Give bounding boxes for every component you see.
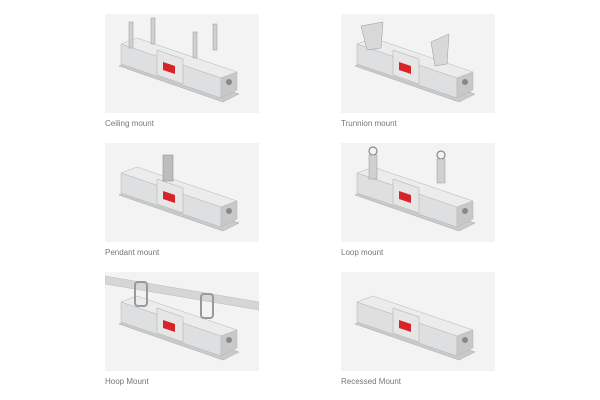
mount-card-loop: Loop mount <box>341 143 495 257</box>
fixture-image <box>341 14 495 113</box>
ceiling-bracket <box>150 17 156 45</box>
fixture-illustration <box>354 146 476 232</box>
fixture-image <box>341 143 495 242</box>
fixture-image <box>105 143 259 242</box>
fixture-image <box>105 14 259 113</box>
mount-card-pendant: Pendant mount <box>105 143 259 257</box>
mount-label: Ceiling mount <box>105 119 154 128</box>
hoop-clamp <box>134 281 148 307</box>
loop-bracket <box>436 158 446 184</box>
end-connector <box>226 337 232 343</box>
fixture-image <box>105 272 259 371</box>
mount-label: Recessed Mount <box>341 377 402 386</box>
red-badge <box>399 62 411 74</box>
mount-card-hoop: Hoop Mount <box>105 272 259 386</box>
fixture-illustration <box>118 154 240 232</box>
red-badge <box>163 191 175 203</box>
red-badge <box>399 191 411 203</box>
ceiling-bracket <box>128 21 134 49</box>
loop-bracket <box>368 154 378 180</box>
mount-card-recessed: Recessed Mount <box>341 272 495 386</box>
end-connector <box>226 208 232 214</box>
mount-label: Trunnion mount <box>341 119 397 128</box>
red-badge <box>163 62 175 74</box>
mount-card-trunnion: Trunnion mount <box>341 14 495 128</box>
mount-label: Pendant mount <box>105 248 160 257</box>
mount-label: Loop mount <box>341 248 384 257</box>
fixture-illustration <box>354 21 476 103</box>
pendant-tube <box>162 154 174 182</box>
mount-card-ceiling: Ceiling mount <box>105 14 259 128</box>
loop-ring <box>368 146 378 156</box>
hoop-clamp <box>200 293 214 319</box>
end-connector <box>226 79 232 85</box>
ceiling-bracket <box>212 23 218 51</box>
end-connector <box>462 208 468 214</box>
fixture-image <box>341 272 495 371</box>
loop-ring <box>436 150 446 160</box>
fixture-illustration <box>118 17 240 103</box>
red-badge <box>163 320 175 332</box>
red-badge <box>399 320 411 332</box>
trunnion-bracket <box>430 33 450 67</box>
trunnion-bracket <box>360 21 384 51</box>
fixture-illustration <box>105 275 259 361</box>
fixture-illustration <box>354 295 476 361</box>
ceiling-bracket <box>192 31 198 59</box>
mount-label: Hoop Mount <box>105 377 149 386</box>
end-connector <box>462 79 468 85</box>
end-connector <box>462 337 468 343</box>
